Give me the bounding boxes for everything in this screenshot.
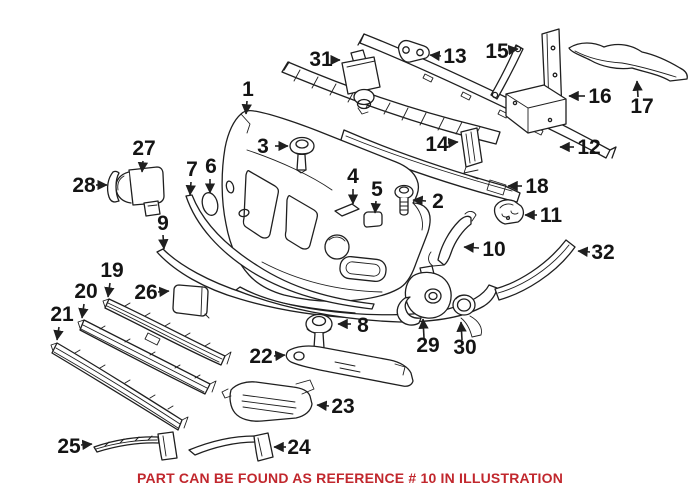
callout-28-number: 28 (72, 174, 96, 197)
callout-14: 14 (425, 133, 459, 156)
callout-26-number: 26 (134, 281, 157, 304)
part-5-pad (363, 211, 383, 228)
callout-2-number: 2 (432, 190, 444, 213)
part-1-bumper-cover (221, 109, 431, 303)
part-14-bracket (460, 127, 483, 174)
part-8-rivet (305, 313, 333, 352)
part-2-screw (394, 184, 414, 216)
callout-7: 7 (185, 158, 198, 196)
callout-14-number: 14 (425, 133, 449, 156)
callout-29: 29 (416, 318, 440, 357)
part-31-sensor (341, 49, 381, 115)
callout-6-number: 6 (205, 155, 217, 178)
callout-3-number: 3 (257, 135, 269, 158)
callout-13: 13 (429, 45, 467, 68)
reference-note: PART CAN BE FOUND AS REFERENCE # 10 IN I… (136, 470, 564, 486)
callout-29-number: 29 (416, 334, 439, 357)
callout-12-number: 12 (577, 136, 600, 159)
callout-9: 9 (157, 212, 169, 250)
part-24-lower-trim (188, 432, 274, 462)
part-32-arch-trim (494, 239, 576, 301)
callout-21-number: 21 (50, 303, 74, 326)
callout-32-number: 32 (591, 241, 614, 264)
callout-13-number: 13 (443, 45, 466, 68)
callout-23-number: 23 (331, 395, 354, 418)
callout-26: 26 (134, 281, 170, 304)
callout-1-number: 1 (242, 78, 254, 101)
callout-18-number: 18 (525, 175, 549, 198)
part-13-strap-bracket (397, 39, 430, 63)
callout-21: 21 (50, 303, 74, 341)
callout-6: 6 (204, 155, 217, 194)
callout-23: 23 (316, 395, 355, 418)
part-19-grille-strip (102, 298, 232, 366)
callout-22-number: 22 (249, 345, 272, 368)
part-25-lower-trim (93, 431, 178, 461)
part-26-license-base (172, 284, 210, 319)
callout-30: 30 (453, 321, 477, 359)
part-9-trim-strip (156, 248, 356, 319)
callout-31-number: 31 (309, 48, 333, 71)
callout-25-number: 25 (57, 435, 81, 458)
part-3-rivet (289, 136, 315, 174)
callout-8: 8 (337, 314, 369, 337)
part-7-joint-strip (185, 194, 375, 310)
callout-31: 31 (309, 48, 341, 71)
callout-27-number: 27 (132, 137, 155, 160)
callout-27: 27 (132, 137, 156, 173)
part-11-clamp (493, 199, 525, 225)
callout-8-number: 8 (357, 314, 369, 337)
callout-5-number: 5 (371, 178, 383, 201)
callout-11: 11 (524, 204, 563, 227)
callout-24: 24 (273, 436, 311, 459)
callout-28: 28 (72, 174, 108, 197)
callout-25: 25 (57, 435, 93, 458)
callout-32: 32 (577, 241, 615, 264)
part-16-mounting-bracket (505, 28, 567, 134)
callout-17-number: 17 (630, 95, 653, 118)
callout-24-number: 24 (287, 436, 311, 459)
callout-2: 2 (412, 190, 444, 213)
part-10-side-bracket (428, 211, 477, 267)
part-30-sensor-ring (452, 294, 476, 316)
part-17-side-strip (568, 42, 688, 82)
part-21-grille-strip (50, 342, 189, 431)
callout-20: 20 (74, 280, 98, 319)
callout-22: 22 (249, 345, 286, 368)
part-27-park-sensor (115, 166, 165, 217)
callout-18: 18 (507, 175, 549, 198)
callout-3: 3 (257, 135, 289, 158)
callout-11-number: 11 (540, 204, 563, 227)
callout-20-number: 20 (74, 280, 97, 303)
callout-19-number: 19 (100, 259, 123, 282)
callout-5: 5 (370, 178, 383, 214)
callout-9-number: 9 (157, 212, 169, 235)
part-28-bezel (106, 170, 120, 203)
callout-15-number: 15 (485, 40, 509, 63)
callout-4-number: 4 (347, 165, 359, 188)
callout-10-number: 10 (482, 238, 505, 261)
part-22-fog-bracket (285, 345, 414, 387)
part-23-fog-grille (221, 379, 315, 422)
callout-16: 16 (568, 85, 612, 108)
callout-30-number: 30 (453, 336, 476, 359)
callout-15: 15 (485, 40, 519, 63)
callout-12: 12 (559, 136, 601, 159)
part-4-pad (334, 203, 360, 217)
part-29-park-sensor (396, 265, 452, 326)
callout-17: 17 (630, 80, 654, 118)
callout-19: 19 (100, 259, 124, 298)
callout-16-number: 16 (588, 85, 611, 108)
callout-1: 1 (241, 78, 254, 115)
part-6-grommet (201, 192, 219, 216)
callout-4: 4 (347, 165, 359, 205)
part-20-grille-strip (77, 319, 217, 395)
callout-7-number: 7 (186, 158, 198, 181)
callout-10: 10 (463, 238, 506, 261)
